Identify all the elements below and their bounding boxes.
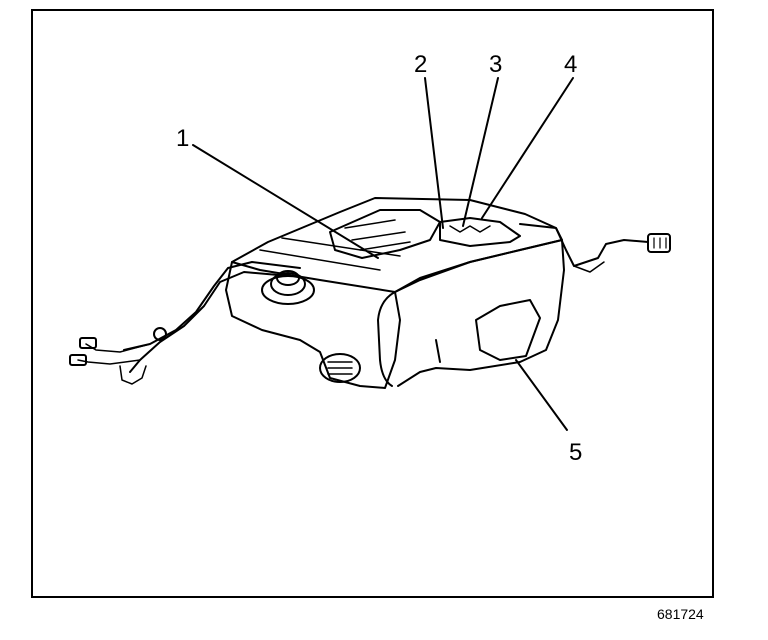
right-connector-pins — [653, 237, 667, 249]
callout-1: 1 — [176, 125, 189, 152]
tank-recess — [475, 299, 541, 361]
tank-side-opening — [319, 353, 361, 383]
right-harness-branch — [573, 261, 605, 273]
right-connector — [647, 233, 671, 253]
sender-hoses — [449, 225, 491, 233]
callout-3: 3 — [489, 51, 502, 78]
tank-right-body — [394, 239, 565, 387]
leader-line-3 — [462, 77, 499, 227]
callout-2: 2 — [414, 51, 427, 78]
pump-module-detail — [344, 219, 411, 251]
leader-line-4 — [481, 77, 574, 219]
callout-4: 4 — [564, 51, 577, 78]
sender-assembly — [439, 217, 521, 247]
right-harness — [519, 223, 649, 267]
left-connector-1 — [79, 337, 97, 349]
left-lead-2 — [77, 359, 141, 365]
harness-grommet — [153, 327, 167, 341]
tank-seam — [435, 339, 441, 363]
top-strap-lines — [259, 237, 401, 271]
filler-ring — [261, 275, 315, 305]
tank-left-body — [225, 261, 401, 389]
filler-neck — [270, 272, 306, 296]
leader-line-1 — [192, 144, 379, 259]
callout-5: 5 — [569, 439, 582, 466]
leader-line-5 — [515, 359, 568, 431]
left-connector-2 — [69, 354, 87, 366]
tank-top-outline — [231, 197, 563, 293]
opening-grille — [327, 361, 353, 375]
harness-clip — [119, 365, 147, 385]
leader-line-2 — [424, 77, 444, 229]
left-harness-lower — [129, 271, 291, 373]
diagram-frame — [31, 9, 714, 598]
tank-front-edge — [377, 291, 396, 387]
fuel-pump-module — [329, 209, 441, 259]
figure-number: 681724 — [657, 606, 704, 622]
left-harness — [123, 261, 301, 351]
